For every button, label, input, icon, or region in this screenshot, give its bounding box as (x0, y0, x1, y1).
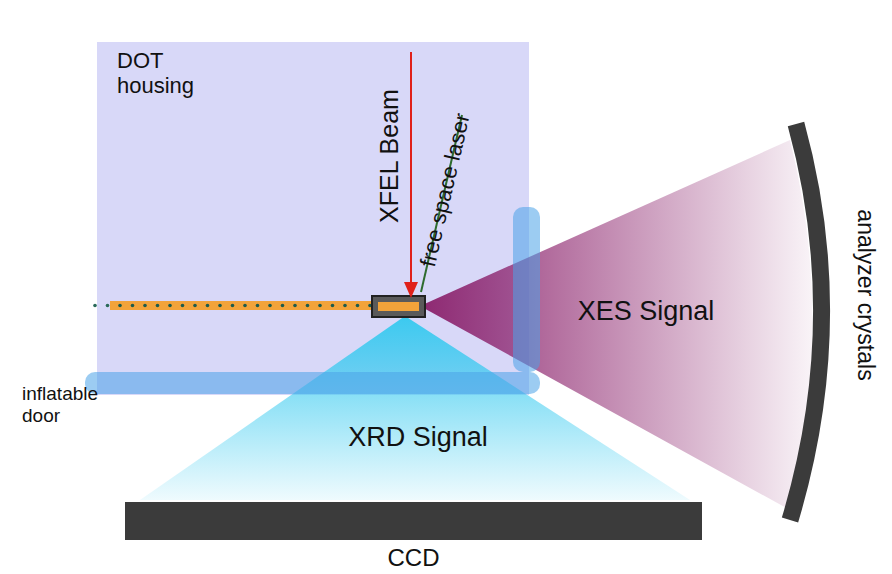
xfel-beam-line (410, 52, 412, 284)
droplet-dot (268, 304, 272, 308)
door-label: inflatable door (22, 383, 134, 427)
xes-label: XES Signal (578, 296, 715, 327)
droplet-dot (356, 304, 360, 308)
droplet-dot (168, 304, 172, 308)
droplet-dot (156, 304, 160, 308)
door-horizontal (85, 372, 540, 394)
analyzer-label: analyzer crystals (853, 209, 879, 380)
droplet-dot (206, 304, 210, 308)
droplet-dot (231, 304, 235, 308)
droplet-dot (218, 304, 222, 308)
droplet-dot (318, 304, 322, 308)
node-label: CCD (125, 544, 702, 572)
ccd-detector: CCD (125, 502, 702, 540)
housing-box: DOT housing (97, 42, 529, 395)
droplet-dot (181, 304, 185, 308)
droplet-dot (256, 304, 260, 308)
node-label: DOT housing (117, 48, 227, 99)
droplet-dot (143, 304, 147, 308)
sample-holder (372, 296, 425, 317)
droplet-dot (331, 304, 335, 308)
droplet-dot (281, 304, 285, 308)
sample-holder-tape (378, 302, 419, 311)
droplet-dot (193, 304, 197, 308)
beam-label: XFEL Beam (375, 89, 404, 223)
door-vertical (513, 207, 540, 372)
droplet-dot (243, 304, 247, 308)
droplet-dots (93, 304, 372, 308)
droplet-dot (106, 304, 110, 308)
droplet-dot (306, 304, 310, 308)
droplet-dot (118, 304, 122, 308)
droplet-dot (293, 304, 297, 308)
sample-tape (110, 301, 375, 310)
droplet-dot (131, 304, 135, 308)
analyzer-arc (790, 124, 822, 520)
xrd-label: XRD Signal (348, 422, 488, 453)
droplet-dot (343, 304, 347, 308)
droplet-dot (93, 304, 97, 308)
